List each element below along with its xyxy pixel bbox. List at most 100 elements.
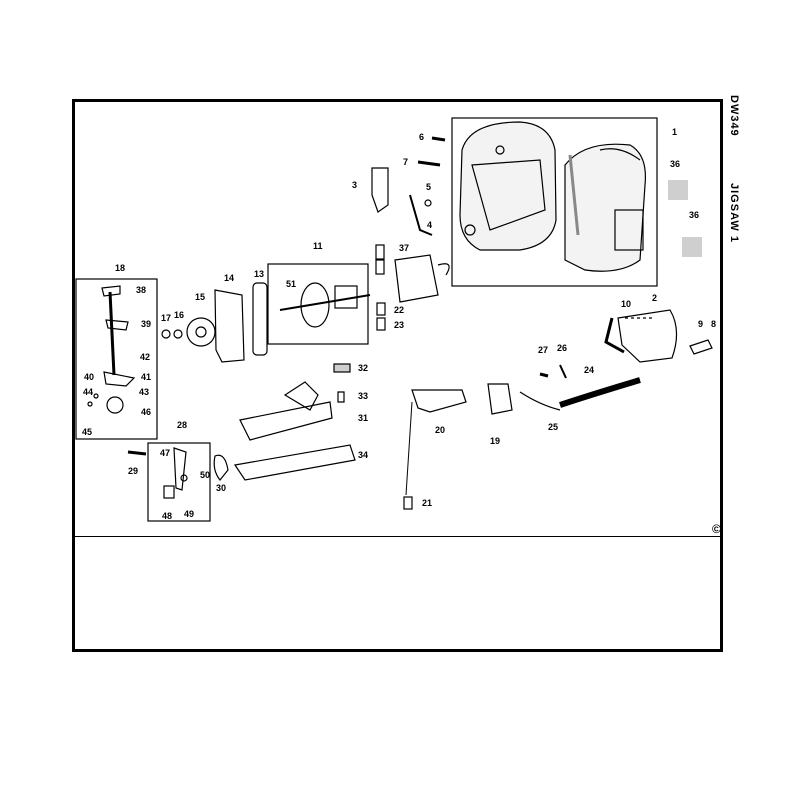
part-number: 48 [162, 511, 173, 521]
brush [376, 302, 386, 316]
part-number: 40 [84, 372, 95, 382]
part-number: 7 [403, 157, 409, 167]
part-number: 31 [358, 413, 369, 423]
terminal [403, 496, 413, 510]
brush [376, 317, 386, 331]
bracket [371, 167, 389, 213]
notes-divider [75, 536, 720, 537]
diagram-title: JIGSAW 1 [728, 183, 740, 243]
part-number: 24 [584, 365, 595, 375]
clamp-nut [163, 485, 175, 499]
part-number: 11 [313, 241, 323, 251]
field-stator [394, 254, 439, 303]
part-number: 50 [200, 470, 211, 480]
part-number: 44 [83, 387, 94, 397]
shoe-insert [333, 363, 351, 373]
blade-clamp [173, 447, 187, 491]
part-number: 16 [174, 310, 185, 320]
part-number: 34 [358, 450, 369, 460]
part-number: 37 [399, 243, 410, 253]
part-number: 32 [358, 363, 369, 373]
part-number: 29 [128, 466, 139, 476]
part-number: 17 [161, 313, 172, 323]
label-sticker [682, 237, 702, 257]
power-cord [559, 377, 641, 408]
part-number: 33 [358, 391, 369, 401]
part-number: 51 [286, 279, 297, 289]
part-number: 14 [224, 273, 235, 283]
screw [431, 136, 446, 142]
cord-screw [539, 372, 549, 378]
part-number: 6 [419, 132, 425, 142]
part-number: 38 [136, 285, 147, 295]
pin [417, 160, 441, 167]
part-number: 28 [177, 420, 188, 430]
cord-leads [519, 391, 561, 411]
part-number: 36 [670, 159, 681, 169]
front-cover [617, 309, 678, 363]
part-number: 42 [140, 352, 151, 362]
speed-switch [487, 383, 513, 415]
housing-group-box [451, 117, 658, 287]
part-number: 30 [216, 483, 227, 493]
switch-trigger [411, 389, 467, 413]
brush [375, 244, 385, 260]
cord-spring [559, 364, 567, 379]
spring-wire [409, 194, 433, 236]
guide-pin [127, 450, 147, 456]
part-number: 36 [689, 210, 700, 220]
blade-roller [106, 396, 124, 414]
part-number: 9 [698, 319, 704, 329]
ball [424, 199, 432, 207]
part-number: 26 [557, 343, 568, 353]
part-number: 49 [184, 509, 195, 519]
part-number: 3 [352, 180, 358, 190]
part-number: 46 [141, 407, 152, 417]
part-number: 18 [115, 263, 126, 273]
roller-guide [103, 371, 136, 387]
part-number: 47 [160, 448, 171, 458]
part-number: 45 [82, 427, 93, 437]
blade-clamp-group-box [147, 442, 211, 522]
label-sticker [668, 180, 688, 200]
part-number: 27 [538, 345, 549, 355]
bearing [161, 329, 171, 339]
part-number: 41 [141, 372, 152, 382]
support-pad [213, 454, 229, 481]
armature [279, 282, 371, 328]
gear [186, 317, 216, 347]
copyright-mark: © [712, 522, 721, 536]
part-number: 20 [435, 425, 446, 435]
housing-half-right [564, 143, 647, 272]
part-number: 19 [490, 436, 501, 446]
lever [604, 317, 625, 354]
part-number: 10 [621, 299, 632, 309]
diagram-frame [72, 99, 723, 652]
part-number: 43 [139, 387, 150, 397]
part-number: 25 [548, 422, 559, 432]
part-number: 22 [394, 305, 405, 315]
housing-half-left [459, 121, 557, 251]
plunger-group-box [75, 278, 158, 440]
brush [375, 259, 385, 275]
plunger [108, 291, 116, 376]
washer [173, 329, 183, 339]
gear-plate [252, 282, 268, 356]
shoe-assembly [239, 401, 333, 441]
adjust-knob [689, 339, 713, 355]
part-number: 39 [141, 319, 152, 329]
part-number: 13 [254, 269, 265, 279]
part-number: 1 [672, 127, 678, 137]
part-number: 4 [427, 220, 433, 230]
part-number: 8 [711, 319, 717, 329]
part-number: 2 [652, 293, 658, 303]
part-number: 23 [394, 320, 405, 330]
part-number: 5 [426, 182, 432, 192]
stator-wire [437, 263, 450, 276]
part-number: 15 [195, 292, 206, 302]
part-number: 21 [422, 498, 433, 508]
armature-group-box [267, 263, 369, 345]
model-number: DW349 [728, 95, 740, 137]
